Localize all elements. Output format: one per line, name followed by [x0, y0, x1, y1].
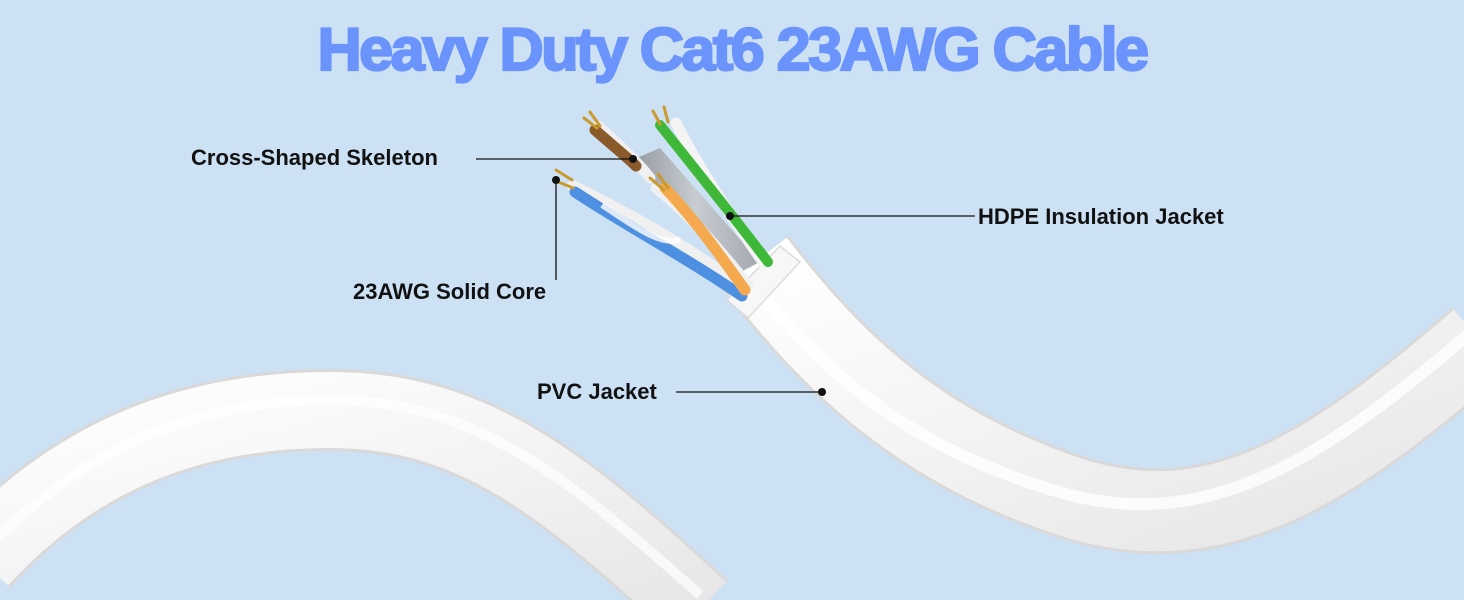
callout-23awg-solid-core: 23AWG Solid Core	[353, 279, 547, 304]
leader-lines	[476, 158, 975, 393]
page-title: Heavy Duty Cat6 23AWG Cable	[316, 15, 1150, 84]
dot-core	[552, 176, 560, 184]
dot-pvc	[818, 388, 826, 396]
twisted-pairs	[554, 105, 773, 302]
callout-pvc-jacket: PVC Jacket	[537, 379, 657, 404]
callout-cross-shaped-skeleton: Cross-Shaped Skeleton	[191, 145, 438, 170]
dot-skeleton	[629, 155, 637, 163]
cable-main	[720, 235, 1464, 555]
leader-dots	[552, 155, 826, 396]
dot-hdpe	[726, 212, 734, 220]
callout-hdpe-insulation-jacket: HDPE Insulation Jacket	[978, 204, 1224, 229]
cable-loop-left	[0, 368, 728, 600]
